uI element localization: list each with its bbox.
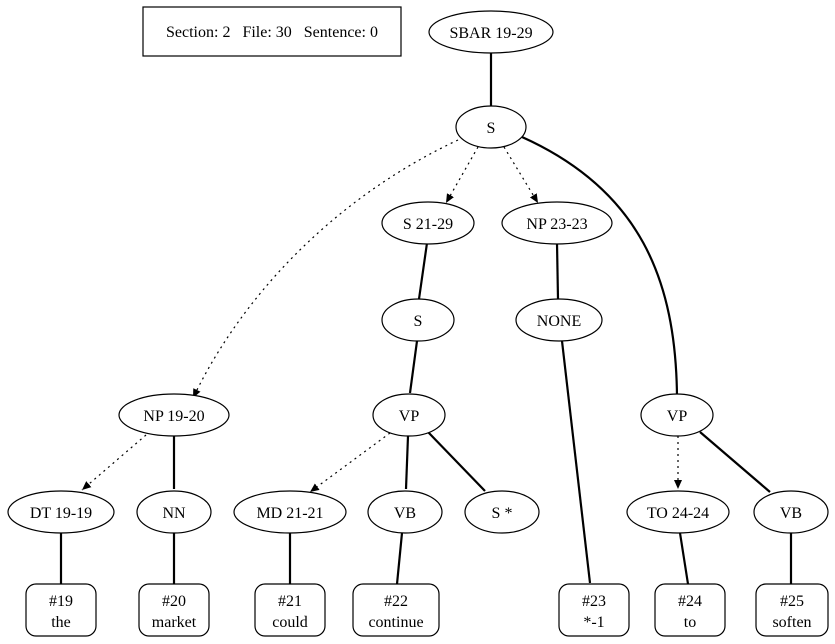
node-label: NN <box>162 505 186 522</box>
node-label: MD 21-21 <box>256 505 323 522</box>
edge-s21-29-s <box>417 242 429 300</box>
leaf-index: #19 <box>49 593 73 610</box>
leaf-word: to <box>684 614 696 631</box>
node-label: TO 24-24 <box>647 505 709 522</box>
node-label: VP <box>667 408 688 425</box>
leaf-index: #22 <box>384 593 408 610</box>
node-s-root[interactable]: S <box>455 105 527 149</box>
node-label: VP <box>399 408 420 425</box>
node-vb-right[interactable]: VB <box>753 490 829 534</box>
edge-np19-20-dt <box>81 434 147 491</box>
node-label: S 21-29 <box>403 216 453 233</box>
node-label: NP 23-23 <box>526 216 587 233</box>
leaf-22[interactable]: #22 continue <box>352 583 440 637</box>
node-vb-left[interactable]: VB <box>367 490 443 534</box>
node-label: S <box>487 120 496 137</box>
node-s-21-29[interactable]: S 21-29 <box>381 201 475 245</box>
node-vp-right[interactable]: VP <box>640 393 714 437</box>
leaf-index: #24 <box>678 593 702 610</box>
edge-s-np23-23 <box>503 146 539 204</box>
leaf-index: #25 <box>780 593 804 610</box>
edge-none-leaf23 <box>560 340 592 584</box>
leaf-20[interactable]: #20 market <box>138 583 210 637</box>
leaf-19[interactable]: #19 the <box>25 583 97 637</box>
edge-vb-leaf22 <box>395 532 404 585</box>
leaf-index: #21 <box>278 593 302 610</box>
leaf-23[interactable]: #23 *-1 <box>558 583 630 637</box>
node-label: VB <box>780 505 802 522</box>
tree-edges <box>59 52 793 585</box>
edge-vp-s-star <box>427 431 486 492</box>
node-label: VB <box>394 505 416 522</box>
node-label: SBAR 19-29 <box>449 25 532 42</box>
node-dt-19-19[interactable]: DT 19-19 <box>7 490 115 534</box>
edge-np23-23-none <box>555 242 560 300</box>
sentence-info-box: Section: 2 File: 30 Sentence: 0 <box>142 6 402 57</box>
node-label: S <box>414 313 423 330</box>
node-label: NONE <box>537 313 581 330</box>
leaf-word: could <box>272 614 308 631</box>
edge-s-s21-29 <box>445 146 479 204</box>
leaf-word: *-1 <box>583 614 604 631</box>
leaf-24[interactable]: #24 to <box>654 583 726 637</box>
leaf-word: soften <box>772 614 811 631</box>
edge-vp-vb-left <box>404 435 410 490</box>
node-np-19-20[interactable]: NP 19-20 <box>118 393 230 437</box>
edge-to-leaf24 <box>678 532 690 585</box>
node-md-21-21[interactable]: MD 21-21 <box>233 490 347 534</box>
node-vp-left[interactable]: VP <box>372 393 446 437</box>
edge-s-np19-20 <box>192 139 459 399</box>
node-label: DT 19-19 <box>30 505 92 522</box>
leaf-word: market <box>152 614 197 631</box>
svg-text:Section: 2 File:: Section: 2 File: 30 Sentence: 0 <box>166 24 378 41</box>
node-s-star[interactable]: S * <box>464 490 540 534</box>
sentence-label: Sentence: <box>304 24 366 41</box>
node-s-inner[interactable]: S <box>381 298 455 342</box>
leaf-index: #20 <box>162 593 186 610</box>
node-label: S * <box>492 505 513 522</box>
leaf-word: continue <box>368 614 423 631</box>
leaf-25[interactable]: #25 soften <box>755 583 829 637</box>
node-sbar-19-29[interactable]: SBAR 19-29 <box>428 10 554 54</box>
edge-vp-md <box>309 432 391 493</box>
file-value: 30 <box>276 24 292 41</box>
node-to-24-24[interactable]: TO 24-24 <box>626 490 730 534</box>
section-label: Section: <box>166 24 218 41</box>
node-label: NP 19-20 <box>143 408 204 425</box>
section-value: 2 <box>222 24 230 41</box>
edge-s-vp-right <box>521 135 679 398</box>
edge-s-vp-left <box>408 340 419 394</box>
leaf-word: the <box>51 614 71 631</box>
leaf-index: #23 <box>582 593 606 610</box>
edge-vp-vb-right <box>699 431 771 493</box>
leaf-21[interactable]: #21 could <box>254 583 326 637</box>
node-nn[interactable]: NN <box>136 490 212 534</box>
node-np-23-23[interactable]: NP 23-23 <box>501 201 613 245</box>
sentence-value: 0 <box>370 24 378 41</box>
node-none[interactable]: NONE <box>515 298 603 342</box>
file-label: File: <box>242 24 271 41</box>
